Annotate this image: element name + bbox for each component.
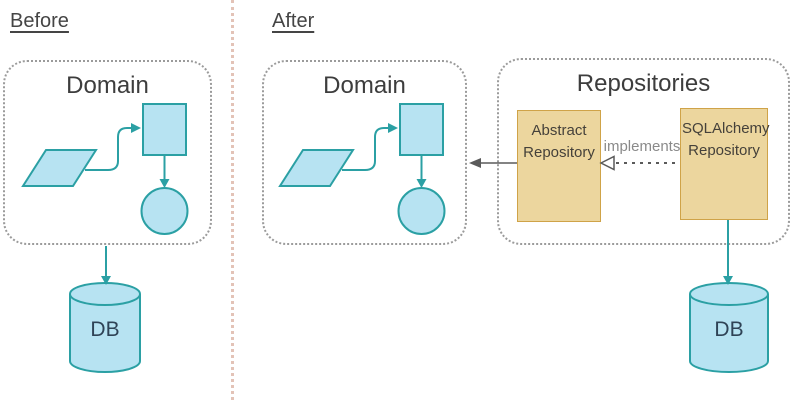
domain-box-after: Domain (262, 60, 467, 245)
repositories-title: Repositories (576, 70, 711, 97)
arrowhead-into-db-before (101, 276, 111, 285)
arrowhead-into-db-after (723, 276, 733, 285)
domain-box-before: Domain (3, 60, 212, 245)
db-cylinder-top-before (69, 282, 141, 306)
db-label-before: DB (90, 318, 120, 341)
repositories-box: Repositories (497, 58, 790, 245)
db-cylinder-top-after (689, 282, 769, 306)
abstract-repository-node: Abstract Repository (517, 110, 601, 222)
before-after-divider (231, 0, 234, 400)
domain-title-after: Domain (323, 72, 406, 99)
db-label-after: DB (714, 318, 744, 341)
abstract-repository-label: Abstract Repository (523, 122, 595, 161)
domain-title-before: Domain (66, 72, 149, 99)
implements-label: implements (603, 138, 681, 155)
after-label: After (272, 10, 315, 32)
arrowhead-into-domain (469, 158, 481, 168)
before-label: Before (10, 10, 69, 32)
sqlalchemy-repository-label: SQLAlchemy Repository (682, 120, 770, 159)
sqlalchemy-repository-node: SQLAlchemy Repository (680, 108, 770, 220)
